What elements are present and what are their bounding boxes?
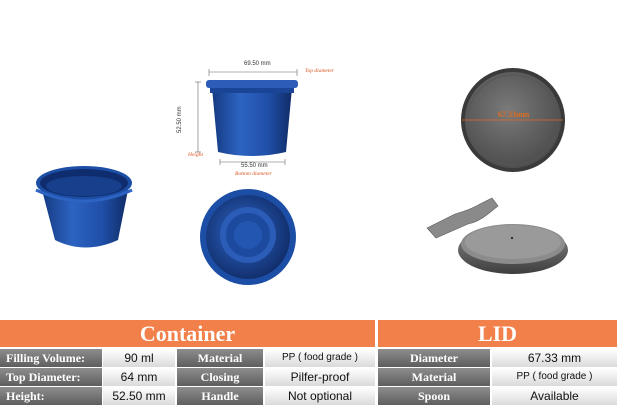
table-row: Height: 52.50 mm Handle Not optional Spo… [0, 387, 617, 405]
spec-value: PP ( food grade ) [265, 349, 375, 367]
table-row: Top Diameter: 64 mm Closing Pilfer-proof… [0, 368, 617, 386]
height-value: 52.50 mm [177, 106, 183, 133]
spec-label: Height: [0, 387, 102, 405]
product-images: 69.50 mm Top diameter 52.50 mm Height 55… [35, 61, 568, 285]
bottom-diameter-label: Bottom diameter [235, 171, 272, 177]
spec-label: Spoon [378, 387, 490, 405]
bottom-diameter-value: 55.50 mm [241, 163, 268, 169]
spec-label: Material [378, 368, 490, 386]
top-diameter-value: 69.50 mm [244, 61, 271, 67]
spec-label: Closing [177, 368, 263, 386]
table-row: Filling Volume: 90 ml Material PP ( food… [0, 349, 617, 367]
spec-label: Filling Volume: [0, 349, 102, 367]
top-diameter-label: Top diameter [305, 68, 334, 74]
height-label: Height [188, 152, 203, 158]
spec-value: Not optional [265, 387, 375, 405]
spec-label: Material [177, 349, 263, 367]
specification-table: Container LID Filling Volume: 90 ml Mate… [0, 320, 617, 405]
spec-value: PP ( food grade ) [492, 368, 617, 386]
lid-diameter-value: 67.33mm [498, 110, 530, 119]
spec-value: 90 ml [103, 349, 175, 367]
spec-value: 52.50 mm [103, 387, 175, 405]
lid-header: LID [378, 320, 617, 347]
spec-value: 67.33 mm [492, 349, 617, 367]
spec-value: Available [492, 387, 617, 405]
lid-top-view [461, 68, 565, 172]
product-illustration [35, 68, 568, 285]
spec-label: Top Diameter: [0, 368, 102, 386]
container-front-view [195, 69, 298, 165]
spec-value: Pilfer-proof [265, 368, 375, 386]
spec-label: Handle [177, 387, 263, 405]
lid-with-spoon-view [426, 197, 568, 274]
container-header: Container [0, 320, 375, 347]
spec-label: Diameter [378, 349, 490, 367]
spec-value: 64 mm [103, 368, 175, 386]
container-bottom-view [200, 189, 296, 285]
container-perspective-view [35, 166, 133, 248]
